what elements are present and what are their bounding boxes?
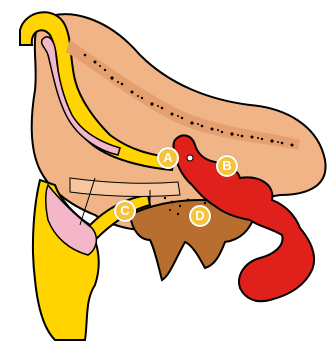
marker-c[interactable]: C xyxy=(114,200,136,222)
marker-d[interactable]: D xyxy=(189,205,211,227)
oval-window xyxy=(187,155,193,161)
marker-b[interactable]: B xyxy=(216,155,238,177)
marker-a[interactable]: A xyxy=(157,147,179,169)
